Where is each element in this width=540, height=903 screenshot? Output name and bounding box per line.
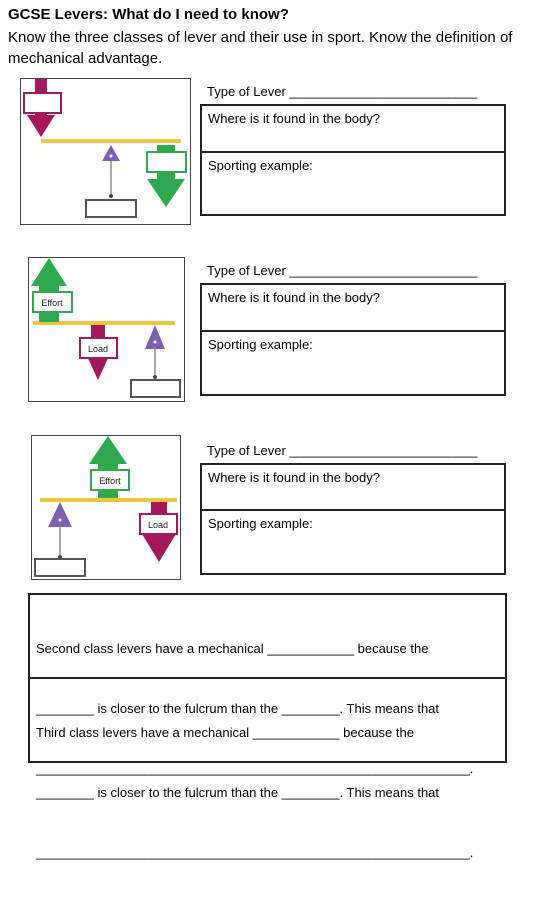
type-of-lever-1: Type of Lever __________________________	[207, 84, 478, 99]
load-arrow: Load	[79, 325, 118, 380]
fulcrum	[85, 145, 137, 218]
load-label: Load	[148, 520, 168, 530]
second-class-line-2: ________ is closer to the fulcrum than t…	[36, 701, 440, 716]
page-title: GCSE Levers: What do I need to know?	[8, 6, 289, 23]
third-class-line-2: ________ is closer to the fulcrum than t…	[36, 785, 440, 800]
third-class-line-3: ________________________________________…	[36, 845, 474, 860]
body-location-field[interactable]: Where is it found in the body?	[202, 106, 504, 153]
third-class-line-1: Third class levers have a mechanical ___…	[36, 725, 414, 740]
summary-divider	[30, 677, 505, 679]
lever-answer-box-1: Where is it found in the body? Sporting …	[200, 104, 506, 216]
second-class-paragraph[interactable]: Second class levers have a mechanical __…	[36, 599, 499, 819]
second-class-line-3: ________________________________________…	[36, 761, 474, 776]
load-arrow: Load	[139, 502, 178, 562]
load-arrow	[23, 79, 62, 137]
lever-bar	[41, 139, 181, 143]
sporting-example-field[interactable]: Sporting example:	[202, 332, 504, 394]
body-location-field[interactable]: Where is it found in the body?	[202, 465, 504, 511]
effort-arrow: Effort	[31, 258, 73, 322]
lever-diagram-1	[20, 78, 191, 225]
third-class-paragraph[interactable]: Third class levers have a mechanical ___…	[36, 683, 499, 903]
fulcrum	[130, 325, 181, 398]
type-of-lever-2: Type of Lever __________________________	[207, 263, 478, 278]
lever-bar	[40, 498, 177, 502]
body-location-label: Where is it found in the body?	[208, 290, 380, 305]
sporting-example-label: Sporting example:	[208, 516, 313, 531]
lever-diagram-3: Effort Load	[31, 435, 181, 580]
mechanical-advantage-summary: Second class levers have a mechanical __…	[28, 593, 507, 860]
body-location-label: Where is it found in the body?	[208, 111, 380, 126]
lever-diagram-2: Effort Load	[28, 257, 185, 402]
second-class-line-1: Second class levers have a mechanical __…	[36, 641, 429, 656]
effort-arrow: Effort	[89, 436, 130, 498]
effort-arrow	[146, 145, 187, 207]
lever-answer-box-2: Where is it found in the body? Sporting …	[200, 283, 506, 396]
type-of-lever-3: Type of Lever __________________________	[207, 443, 478, 458]
page-subtitle: Know the three classes of lever and thei…	[8, 29, 513, 67]
fulcrum	[34, 502, 86, 577]
sporting-example-label: Sporting example:	[208, 158, 313, 173]
sporting-example-field[interactable]: Sporting example:	[202, 511, 504, 573]
effort-label: Effort	[41, 298, 63, 308]
load-label: Load	[88, 344, 108, 354]
effort-label: Effort	[99, 476, 121, 486]
sporting-example-field[interactable]: Sporting example:	[202, 153, 504, 214]
body-location-field[interactable]: Where is it found in the body?	[202, 285, 504, 332]
body-location-label: Where is it found in the body?	[208, 470, 380, 485]
lever-answer-box-3: Where is it found in the body? Sporting …	[200, 463, 506, 575]
lever-bar	[33, 321, 175, 325]
sporting-example-label: Sporting example:	[208, 337, 313, 352]
